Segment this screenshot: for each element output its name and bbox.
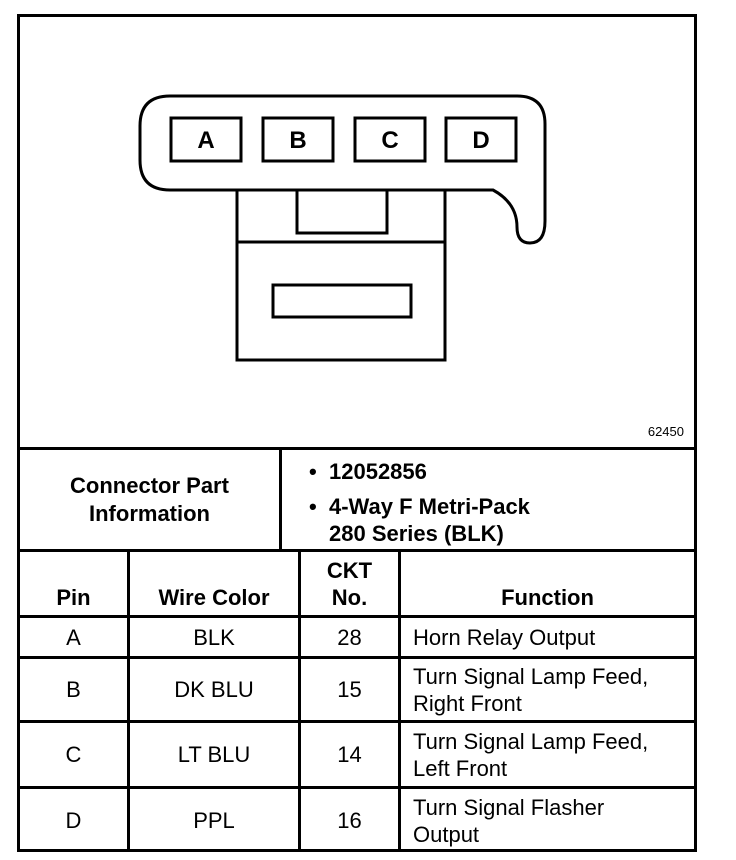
pin-cavity-b xyxy=(261,116,335,163)
divider-row-c xyxy=(20,786,694,789)
connector-drawing: A B C D xyxy=(138,94,547,362)
row-d-ckt: 16 xyxy=(337,808,362,833)
divider-figure xyxy=(20,447,694,450)
connector-info-label: Connector Part Information xyxy=(20,450,279,549)
row-b-function-line1: Turn Signal Lamp Feed, xyxy=(413,663,649,689)
row-c-function-line1: Turn Signal Lamp Feed, xyxy=(413,728,649,754)
bullet-1: • xyxy=(309,459,317,484)
connector-sheet: A B C D 62450 Connector Part Information… xyxy=(17,14,697,852)
header-ckt-line2: No. xyxy=(331,585,368,610)
connector-desc-line2: 280 Series (BLK) xyxy=(329,521,504,546)
connector-body xyxy=(235,240,447,362)
row-b-ckt: 15 xyxy=(337,677,362,702)
pin-label-c: C xyxy=(381,127,398,154)
row-c-wire-color: LT BLU xyxy=(177,742,251,767)
divider-header xyxy=(20,615,694,618)
divider-col-wire xyxy=(298,549,301,852)
pin-cavity-a xyxy=(169,116,243,163)
row-d-function-line1: Turn Signal Flasher xyxy=(413,794,605,820)
divider-row-a xyxy=(20,656,694,659)
connector-info-details: • 12052856 • 4-Way F Metri-Pack 280 Seri… xyxy=(305,458,530,547)
row-c-function: Turn Signal Lamp Feed, Left Front xyxy=(401,723,694,786)
row-b-function-line2: Right Front xyxy=(413,690,522,716)
header-function: Function xyxy=(501,585,594,610)
divider-col-pin xyxy=(127,549,130,852)
row-d-function: Turn Signal Flasher Output xyxy=(401,789,694,852)
connector-info-label-line2: Information xyxy=(89,500,210,526)
row-a-function: Horn Relay Output xyxy=(401,618,694,656)
connector-info-label-line1: Connector Part xyxy=(70,472,229,498)
divider-info xyxy=(20,549,694,552)
row-d-wire-color: PPL xyxy=(193,808,235,833)
row-a-wire-color: BLK xyxy=(193,624,235,650)
neck-notch xyxy=(295,188,389,235)
part-number: 12052856 xyxy=(329,459,427,484)
header-wire-color: Wire Color xyxy=(158,585,270,610)
connector-housing xyxy=(138,94,547,245)
divider-row-b xyxy=(20,720,694,723)
bullet-2: • xyxy=(309,494,317,519)
header-pin: Pin xyxy=(56,585,91,610)
header-ckt-no: CKT No. xyxy=(301,552,398,615)
connector-desc-item: • 4-Way F Metri-Pack 280 Series (BLK) xyxy=(305,493,530,547)
pin-cavity-c xyxy=(353,116,427,163)
row-a-ckt: 28 xyxy=(337,624,362,650)
row-c-ckt: 14 xyxy=(337,742,362,767)
row-b-wire-color: DK BLU xyxy=(174,677,254,702)
connector-figure: A B C D 62450 xyxy=(20,17,694,450)
pin-label-b: B xyxy=(289,127,306,154)
body-slot xyxy=(271,283,413,319)
header-ckt-line1: CKT xyxy=(326,558,373,583)
row-d-pin: D xyxy=(65,808,82,833)
row-a-function-line1: Horn Relay Output xyxy=(413,624,596,650)
row-a-pin: A xyxy=(66,624,81,650)
row-c-pin: C xyxy=(65,742,82,767)
part-number-item: • 12052856 xyxy=(305,458,530,485)
pin-label-a: A xyxy=(197,127,214,154)
row-b-pin: B xyxy=(66,677,81,702)
row-c-function-line2: Left Front xyxy=(413,755,508,781)
pin-cavity-d xyxy=(444,116,518,163)
divider-info-vertical xyxy=(279,447,282,552)
connector-desc-line1: 4-Way F Metri-Pack xyxy=(329,494,530,519)
pin-label-d: D xyxy=(472,127,489,154)
row-b-function: Turn Signal Lamp Feed, Right Front xyxy=(401,659,694,720)
figure-id: 62450 xyxy=(647,424,684,439)
divider-col-ckt xyxy=(398,549,401,852)
row-d-function-line2: Output xyxy=(413,821,480,847)
